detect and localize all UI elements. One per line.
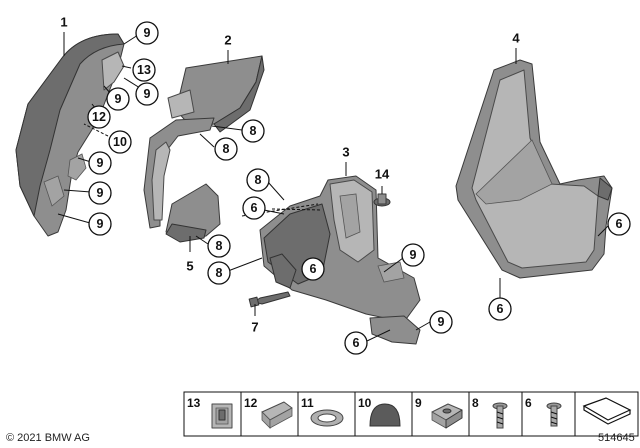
svg-text:9: 9 [438,315,445,329]
legend-item-symbol [582,397,632,425]
part-1-side-trim [15,33,125,237]
svg-text:8: 8 [255,173,262,187]
circled-callout-12: 12 [87,105,111,129]
circled-callout-6d: 6 [607,212,631,236]
legend-item-9: 9 [415,396,463,429]
callout-part-3: 3 [342,145,349,160]
rubber-cap-icon [369,403,401,427]
circled-callout-6b: 6 [301,257,325,281]
legend-item-10: 10 [358,396,401,427]
svg-text:13: 13 [187,396,201,410]
part-5-cover [165,183,221,243]
circled-callout-6c: 6 [344,331,368,355]
svg-text:6: 6 [525,396,532,410]
part-14-push-pin [373,193,391,207]
svg-text:9: 9 [144,26,151,40]
circled-callout-13: 13 [132,58,156,82]
circled-callout-9a: 9 [135,21,159,45]
svg-text:10: 10 [113,135,127,149]
callout-part-2: 2 [224,33,231,48]
callout-part-14: 14 [375,167,390,182]
svg-text:6: 6 [251,201,258,215]
svg-text:6: 6 [310,262,317,276]
svg-text:11: 11 [301,396,314,410]
legend-item-6: 6 [525,396,562,427]
screw-icon [492,402,508,429]
svg-text:12: 12 [244,396,258,410]
circled-callout-8c: 8 [246,168,270,192]
svg-text:8: 8 [216,239,223,253]
svg-text:6: 6 [616,217,623,231]
circled-callout-8e: 8 [207,261,231,285]
svg-text:8: 8 [250,124,257,138]
clip-nut-icon [211,403,233,429]
svg-text:9: 9 [97,186,104,200]
svg-text:9: 9 [144,87,151,101]
svg-text:13: 13 [137,63,151,77]
circled-callout-9f: 9 [88,212,112,236]
diagram-id: 514645 [598,432,635,444]
svg-text:8: 8 [472,396,479,410]
svg-text:9: 9 [97,156,104,170]
callout-part-1: 1 [60,15,67,30]
part-3-holder [259,175,421,345]
legend-item-13: 13 [187,396,233,429]
square-nut-icon [431,403,463,429]
callout-part-4: 4 [512,31,520,46]
circled-callout-6a: 6 [242,196,266,220]
circled-callout-9c: 9 [106,87,130,111]
circled-callout-9e: 9 [88,181,112,205]
circled-callout-10: 10 [108,130,132,154]
callout-part-5: 5 [186,259,193,274]
legend-item-12: 12 [244,396,293,429]
svg-text:8: 8 [216,266,223,280]
copyright-text: © 2021 BMW AG [6,432,90,444]
svg-text:10: 10 [358,396,372,410]
svg-text:9: 9 [115,92,122,106]
svg-text:6: 6 [497,302,504,316]
legend-strip: 13 12 11 10 [183,391,639,437]
svg-text:6: 6 [353,336,360,350]
part-2-bracket [143,55,265,229]
svg-text:12: 12 [92,110,106,124]
svg-text:9: 9 [97,217,104,231]
svg-text:9: 9 [410,248,417,262]
legend-item-11: 11 [301,396,344,427]
circled-callout-8a: 8 [241,119,265,143]
spring-clip-icon [261,401,293,429]
circled-callout-9g: 9 [401,243,425,267]
part-4-side-panel [455,59,613,279]
circled-callout-9b: 9 [135,82,159,106]
screw-icon [546,402,562,427]
svg-text:8: 8 [223,142,230,156]
legend-item-8: 8 [472,396,508,429]
callout-part-7: 7 [251,320,258,335]
circled-callout-9h: 9 [429,310,453,334]
circled-callout-8d: 8 [207,234,231,258]
circled-callout-9d: 9 [88,151,112,175]
circled-callout-8b: 8 [214,137,238,161]
circled-callout-6e: 6 [488,297,512,321]
tray-symbol-icon [582,397,632,425]
svg-text:9: 9 [415,396,422,410]
washer-ring-icon [310,409,344,427]
